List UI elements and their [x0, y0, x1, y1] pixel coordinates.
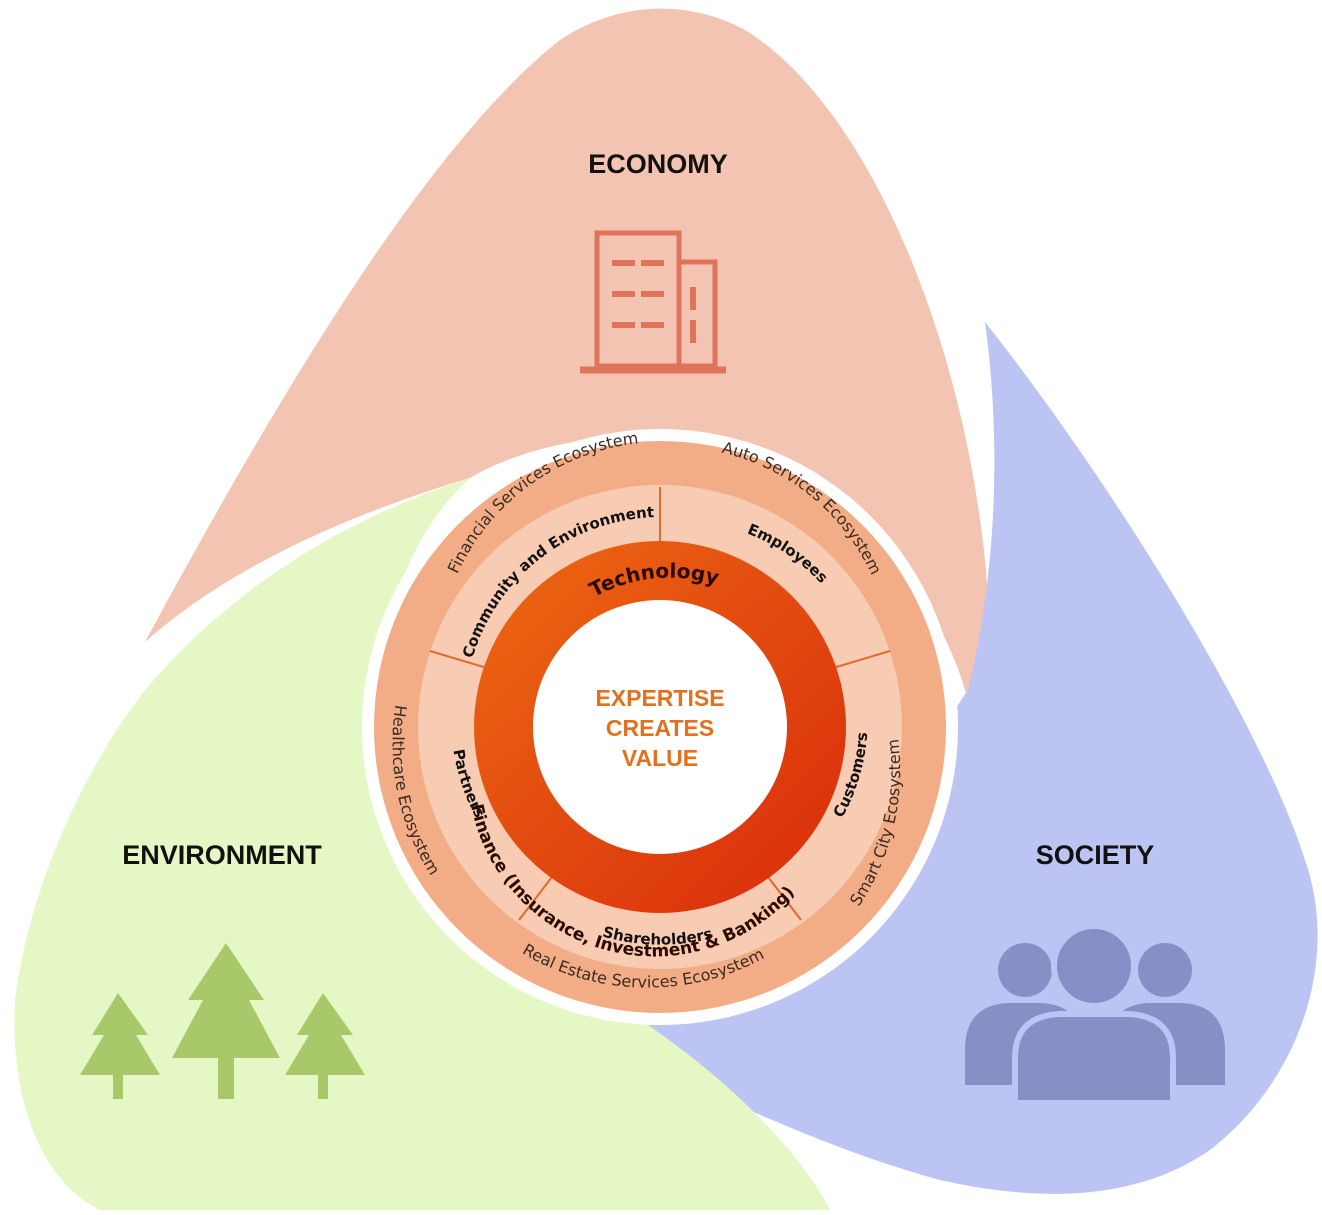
center-circle [533, 600, 787, 854]
stakeholder-dividers [429, 487, 891, 921]
petal-economy-shape [145, 8, 988, 701]
center-text-line1: EXPERTISE [595, 685, 724, 711]
tree-right-icon [285, 993, 365, 1099]
tree-left-icon [80, 993, 160, 1099]
central-rings: Financial Services Ecosystem Auto Servic… [362, 428, 958, 1025]
center-text-line2: CREATES [606, 715, 714, 741]
people-icon [965, 923, 1225, 1106]
petal-society-label: SOCIETY [1036, 840, 1155, 870]
trees-icon [80, 943, 365, 1099]
building-icon [580, 230, 726, 374]
center-text-line3: VALUE [622, 745, 698, 771]
tree-center-icon [172, 943, 280, 1099]
petal-environment-label: ENVIRONMENT [122, 840, 322, 870]
petal-economy: ECONOMY [145, 8, 988, 701]
petal-economy-label: ECONOMY [588, 149, 728, 179]
